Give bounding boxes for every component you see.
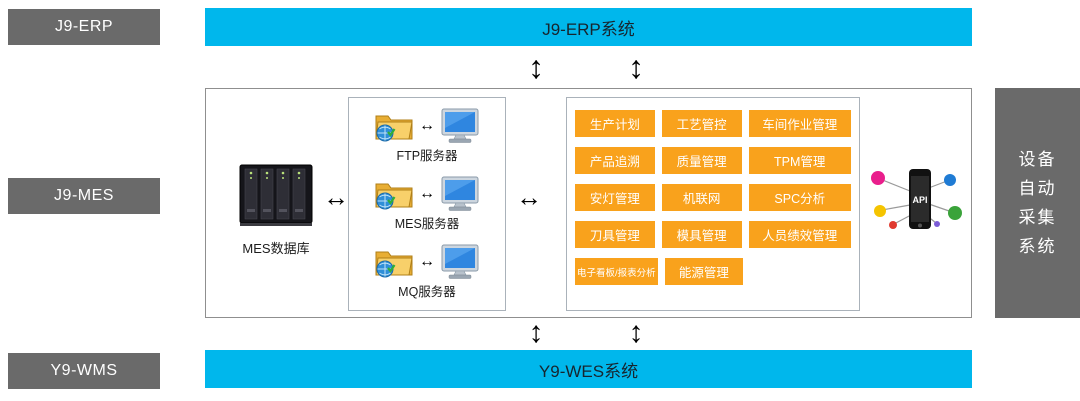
mes-wes-arrow-icon: ↕ — [628, 316, 644, 349]
mes-server-node: ↔ MES服务器 — [349, 176, 505, 232]
row-label-j9-erp: J9-ERP — [8, 9, 160, 45]
mes-layer-box: MES数据库 ↔ ↔ — [205, 88, 972, 318]
module-personnel-performance: 人员绩效管理 — [748, 221, 851, 248]
mes-database-label: MES数据库 — [242, 241, 310, 256]
module-product-traceability: 产品追溯 — [575, 147, 655, 174]
shared-folder-icon — [375, 183, 413, 210]
module-mold-management: 模具管理 — [661, 221, 742, 248]
servers-group-box: ↔ FTP服务器 — [348, 97, 506, 311]
shared-folder-icon — [375, 251, 413, 278]
erp-mes-arrow-icon: ↕ — [528, 49, 544, 85]
computer-icon — [441, 108, 479, 143]
server-rack-icon — [239, 164, 313, 226]
module-production-plan: 生产计划 — [575, 110, 655, 137]
module-row: 电子看板/报表分析 能源管理 — [575, 258, 851, 285]
right-panel-line: 设备 — [1018, 150, 1057, 169]
api-node: API — [866, 165, 966, 240]
computer-icon — [441, 244, 479, 279]
servers-modules-arrow-icon: ↔ — [516, 182, 542, 212]
folder-computer-arrow-icon: ↔ — [419, 117, 435, 134]
right-panel-line: 系统 — [1018, 237, 1057, 256]
ftp-server-label: FTP服务器 — [396, 149, 458, 163]
right-panel-line: 自动 — [1018, 179, 1057, 198]
module-energy-management: 能源管理 — [664, 258, 744, 285]
module-row: 安灯管理 机联网 SPC分析 — [575, 184, 851, 211]
db-servers-arrow-icon: ↔ — [323, 182, 349, 212]
module-dashboard-report: 电子看板/报表分析 — [575, 258, 658, 285]
module-andon-management: 安灯管理 — [575, 184, 655, 211]
module-machine-network: 机联网 — [661, 184, 742, 211]
row-label-y9-wms: Y9-WMS — [8, 353, 160, 389]
shared-folder-icon — [375, 115, 413, 142]
module-workshop-operation: 车间作业管理 — [748, 110, 851, 137]
device-collection-system-panel: 设备 自动 采集 系统 — [995, 88, 1080, 318]
folder-computer-arrow-icon: ↔ — [419, 185, 435, 202]
mes-database-node: MES数据库 — [224, 163, 328, 257]
module-row: 刀具管理 模具管理 人员绩效管理 — [575, 221, 851, 248]
api-label: API — [912, 195, 927, 205]
right-panel-line: 采集 — [1018, 208, 1057, 227]
wes-system-bar: Y9-WES系统 — [205, 350, 972, 388]
erp-mes-arrow-icon: ↕ — [628, 49, 644, 85]
computer-icon — [441, 176, 479, 211]
folder-computer-arrow-icon: ↔ — [419, 253, 435, 270]
ftp-server-node: ↔ FTP服务器 — [349, 108, 505, 164]
module-row: 生产计划 工艺管控 车间作业管理 — [575, 110, 851, 137]
module-spc-analysis: SPC分析 — [748, 184, 851, 211]
module-tpm-management: TPM管理 — [748, 147, 851, 174]
module-quality-management: 质量管理 — [661, 147, 742, 174]
row-label-j9-mes: J9-MES — [8, 178, 160, 214]
module-row: 产品追溯 质量管理 TPM管理 — [575, 147, 851, 174]
module-tool-management: 刀具管理 — [575, 221, 655, 248]
module-row-spacer — [750, 258, 851, 285]
module-process-control: 工艺管控 — [661, 110, 742, 137]
mq-server-label: MQ服务器 — [398, 285, 456, 299]
api-icon: API — [871, 169, 962, 229]
mes-wes-arrow-icon: ↕ — [528, 316, 544, 349]
erp-system-bar: J9-ERP系统 — [205, 8, 972, 46]
mq-server-node: ↔ MQ服务器 — [349, 244, 505, 300]
mes-server-label: MES服务器 — [394, 217, 460, 231]
mes-modules-box: 生产计划 工艺管控 车间作业管理 产品追溯 质量管理 TPM管理 安灯管理 机联… — [566, 97, 860, 311]
